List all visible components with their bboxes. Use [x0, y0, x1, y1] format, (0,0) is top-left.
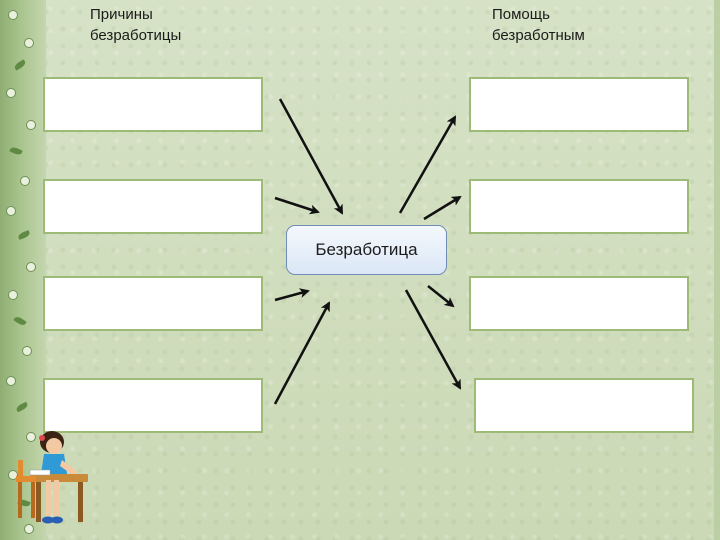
arrow-help-2	[423, 195, 462, 221]
unemployment-node: Безработица	[286, 225, 447, 275]
unemployment-label: Безработица	[315, 240, 418, 259]
help-box-2[interactable]	[469, 179, 689, 234]
help-heading-line-1: Помощь	[492, 6, 550, 23]
help-heading-line-2: безработным	[492, 27, 585, 44]
help-heading: Помощь безработным	[492, 4, 585, 46]
cause-box-1[interactable]	[43, 77, 263, 132]
arrow-help-3	[427, 285, 455, 308]
arrow-cause-1	[278, 98, 344, 215]
arrow-cause-2	[274, 196, 320, 215]
right-edge-strip	[714, 0, 720, 540]
arrow-help-1	[398, 115, 457, 214]
cause-box-2[interactable]	[43, 179, 263, 234]
arrow-cause-3	[274, 288, 310, 302]
help-box-1[interactable]	[469, 77, 689, 132]
help-box-3[interactable]	[469, 276, 689, 331]
decorative-leaf-border	[0, 0, 46, 540]
causes-heading: Причины безработицы	[90, 4, 181, 46]
arrow-cause-4	[273, 301, 331, 405]
arrow-help-4	[404, 289, 462, 390]
cause-box-4[interactable]	[43, 378, 263, 433]
causes-heading-line-2: безработицы	[90, 27, 182, 44]
causes-heading-line-1: Причины	[90, 6, 153, 23]
help-box-4[interactable]	[474, 378, 694, 433]
cause-box-3[interactable]	[43, 276, 263, 331]
schoolgirl-writing-icon	[16, 431, 88, 524]
